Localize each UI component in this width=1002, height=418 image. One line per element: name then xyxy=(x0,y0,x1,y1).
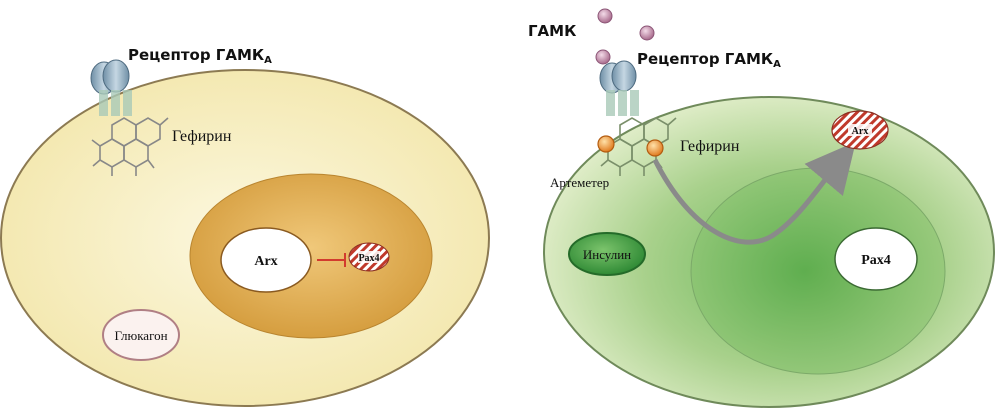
left-gephyrin-icon xyxy=(91,117,169,176)
insulin-label: Инсулин xyxy=(583,247,631,262)
right-pax4-node xyxy=(834,227,918,291)
gaba-molecules xyxy=(595,8,655,65)
left-cell: Рецептор ГАМКA Гефирин Arx Pax4 Глюкагон xyxy=(0,46,490,407)
left-gaba-receptor-icon xyxy=(90,59,132,116)
right-receptor-label: Рецептор ГАМКA xyxy=(637,50,781,70)
gaba-label: ГАМК xyxy=(528,22,577,40)
left-pax4-label: Pax4 xyxy=(358,253,379,264)
left-arx-label: Arx xyxy=(254,254,277,269)
left-gephyrin-label: Гефирин xyxy=(172,128,232,145)
gaba-molecule-icon xyxy=(595,49,611,65)
transport-arrow xyxy=(652,141,856,245)
right-gaba-receptor-icon xyxy=(599,60,639,116)
right-cell: ГАМК Рецептор ГАМКA Гефирин Артеметер xyxy=(528,8,995,408)
artemether-molecule-icon xyxy=(646,139,664,157)
insulin-granule xyxy=(568,232,646,276)
glucagon-granule xyxy=(102,309,180,361)
artemether-label: Артеметер xyxy=(550,175,609,190)
left-arx-node xyxy=(220,227,312,293)
gaba-molecule-icon xyxy=(597,8,613,24)
right-gephyrin-label: Гефирин xyxy=(680,138,740,155)
right-arx-label: Arx xyxy=(852,126,869,137)
gaba-molecule-icon xyxy=(639,25,655,41)
right-pax4-label: Pax4 xyxy=(861,253,891,268)
left-receptor-label: Рецептор ГАМКA xyxy=(128,46,272,66)
artemether-molecule-icon xyxy=(597,135,615,153)
glucagon-label: Глюкагон xyxy=(114,328,167,343)
inhibition-arrow xyxy=(317,253,346,267)
